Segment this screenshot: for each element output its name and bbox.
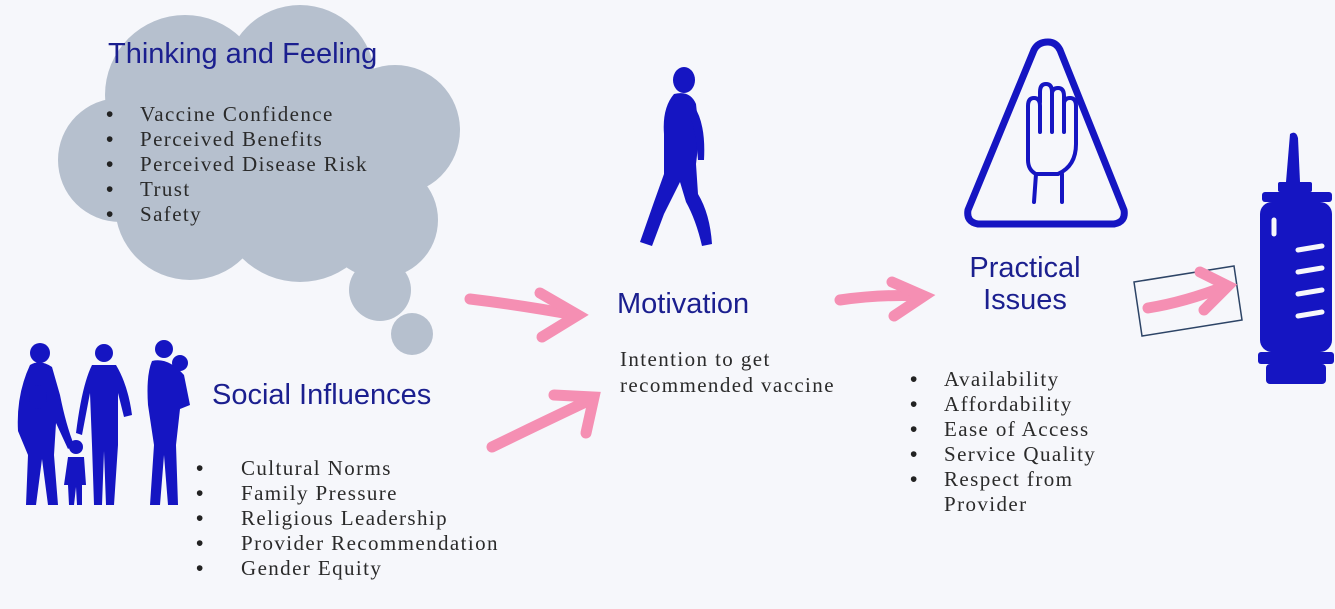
family-figures-icon [17, 340, 190, 505]
list-item: Trust [106, 177, 368, 202]
list-item: Ease of Access [910, 417, 1096, 442]
social-list: Cultural Norms Family Pressure Religious… [196, 456, 499, 581]
arrow-icon [464, 287, 589, 343]
thinking-list: Vaccine Confidence Perceived Benefits Pe… [106, 102, 368, 227]
motivation-title: Motivation [617, 288, 750, 320]
arrow-icon [1133, 265, 1243, 337]
warning-hand-icon [964, 38, 1128, 228]
motivation-text: Intention to get recommended vaccine [620, 347, 835, 397]
list-item: Affordability [910, 392, 1096, 417]
list-item: Perceived Benefits [106, 127, 368, 152]
arrow-icon [486, 389, 601, 453]
list-item: Vaccine Confidence [106, 102, 368, 127]
vaccine-syringe-icon [1258, 132, 1334, 384]
practical-title: Practical Issues [969, 252, 1081, 317]
thinking-title: Thinking and Feeling [108, 38, 378, 70]
list-item: Respect from Provider [910, 467, 1094, 517]
list-item: Availability [910, 367, 1096, 392]
list-item: Family Pressure [196, 481, 499, 506]
list-item: Religious Leadership [196, 506, 499, 531]
arrow-icon [834, 276, 936, 322]
list-item: Provider Recommendation [196, 531, 499, 556]
social-title: Social Influences [212, 379, 432, 411]
list-item: Cultural Norms [196, 456, 499, 481]
list-item: Perceived Disease Risk [106, 152, 368, 177]
list-item: Service Quality [910, 442, 1096, 467]
practical-list: Availability Affordability Ease of Acces… [910, 367, 1096, 517]
list-item: Gender Equity [196, 556, 499, 581]
list-item: Safety [106, 202, 368, 227]
walking-person-icon [640, 67, 712, 246]
